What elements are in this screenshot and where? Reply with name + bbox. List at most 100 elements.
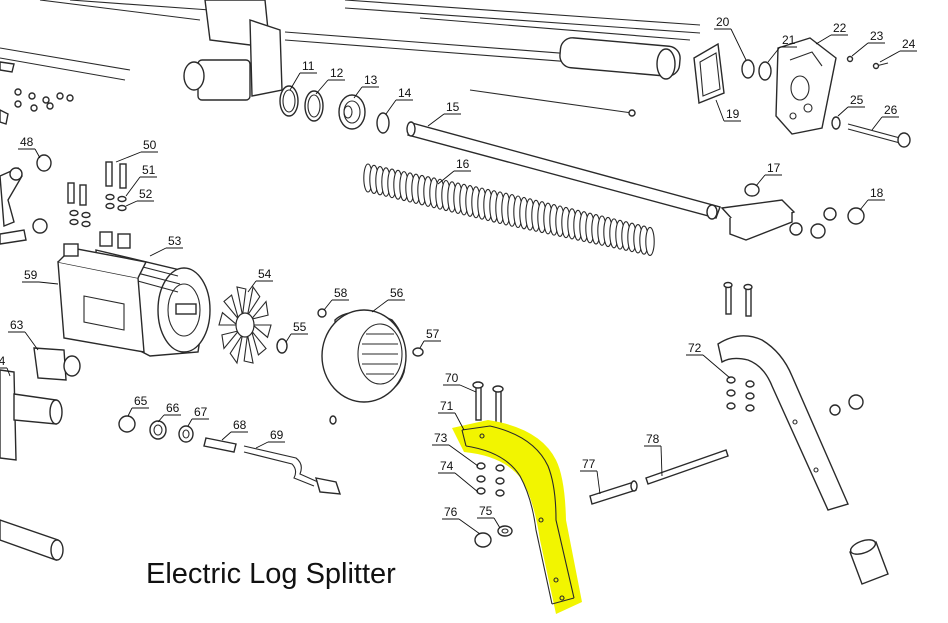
part-label-66: 66 <box>157 401 181 423</box>
part-number-59: 59 <box>24 268 38 282</box>
part-number-14: 14 <box>398 86 412 100</box>
part-label-65: 65 <box>127 394 149 417</box>
leader-line <box>315 79 329 95</box>
leader-line <box>458 518 481 535</box>
part-number-22: 22 <box>833 21 847 35</box>
o-ring-14 <box>376 112 390 134</box>
part-number-68: 68 <box>233 418 247 432</box>
clip-55 <box>276 338 288 354</box>
leader-line <box>323 299 333 311</box>
part-label-58: 58 <box>323 286 349 311</box>
leader-line <box>879 50 901 63</box>
part-number-53: 53 <box>168 234 182 248</box>
leader-line <box>437 170 455 185</box>
part-number-18: 18 <box>870 186 884 200</box>
leader-line <box>660 445 663 477</box>
part-number-76: 76 <box>444 505 458 519</box>
power-cord-69 <box>243 445 342 495</box>
washer-set-51 <box>69 193 127 219</box>
leader-line <box>767 46 781 63</box>
leader-line <box>454 472 479 493</box>
bracket-17 <box>720 183 796 241</box>
part-number-12: 12 <box>330 66 344 80</box>
part-label-78: 78 <box>644 432 663 477</box>
leader-line <box>702 354 731 379</box>
part-number-15: 15 <box>446 100 460 114</box>
frame-leg-bottom-left <box>0 519 64 561</box>
washer-75 <box>497 525 513 537</box>
part-number-52: 52 <box>139 187 153 201</box>
leader-line <box>6 367 11 377</box>
part-label-67: 67 <box>187 405 209 427</box>
bushing-13 <box>338 94 366 130</box>
leader-line <box>157 414 165 423</box>
part-number-26: 26 <box>884 103 898 117</box>
piston-rod-15 <box>406 121 721 220</box>
leader-line <box>815 34 832 45</box>
leader-line <box>730 28 747 61</box>
leader-line <box>221 431 232 441</box>
leader-line <box>289 72 301 91</box>
leader-line <box>859 199 869 211</box>
part-label-77: 77 <box>580 457 601 495</box>
leader-line <box>187 418 193 427</box>
part-number-54: 54 <box>258 267 272 281</box>
part-label-13: 13 <box>353 73 379 99</box>
seal-ring-11 <box>279 85 299 117</box>
leader-line <box>419 340 425 349</box>
part-number-71: 71 <box>440 399 454 413</box>
part-number-55: 55 <box>293 320 307 334</box>
part-label-57: 57 <box>419 327 441 349</box>
o-ring-21 <box>758 61 772 81</box>
cooling-fan-54 <box>218 285 272 365</box>
leader-line <box>255 441 269 449</box>
grommet-67 <box>178 425 194 443</box>
part-number-70: 70 <box>445 371 459 385</box>
cylinder-64 <box>0 369 63 461</box>
diagram-title: Electric Log Splitter <box>146 558 396 590</box>
screw-24 <box>872 62 889 70</box>
switch-box-59 <box>57 243 148 353</box>
fan-cover-56 <box>321 309 407 403</box>
part-label-26: 26 <box>871 103 899 131</box>
hardware-cluster-top-left <box>0 88 74 125</box>
part-number-67: 67 <box>194 405 208 419</box>
part-label-75: 75 <box>477 504 501 529</box>
leader-line <box>493 517 501 529</box>
part-label-68: 68 <box>221 418 248 441</box>
seal-ring-12 <box>304 90 324 122</box>
part-number-66: 66 <box>166 401 180 415</box>
screw-57 <box>412 347 424 357</box>
part-label-56: 56 <box>371 286 405 313</box>
leader-line <box>38 281 59 285</box>
part-label-22: 22 <box>815 21 848 45</box>
leader-line <box>851 42 869 57</box>
part-label-64: 64 <box>0 354 11 377</box>
part-label-16: 16 <box>437 157 471 185</box>
top-frame-assembly <box>0 0 701 117</box>
leader-line <box>24 331 39 351</box>
part-label-24: 24 <box>879 37 917 63</box>
linkage-arm-48 <box>0 154 52 245</box>
gland-66 <box>149 420 167 440</box>
part-label-14: 14 <box>385 86 413 115</box>
part-number-73: 73 <box>434 431 448 445</box>
part-number-24: 24 <box>902 37 916 51</box>
part-label-17: 17 <box>755 161 782 187</box>
part-label-72: 72 <box>686 341 731 379</box>
part-label-73: 73 <box>432 431 479 467</box>
handle-bolts-70 <box>472 381 504 425</box>
nut-set-73 <box>476 462 505 485</box>
bleed-bolt-26 <box>847 123 911 148</box>
part-number-64: 64 <box>0 354 6 368</box>
part-label-71: 71 <box>438 399 465 431</box>
highlighted-handle-71 <box>452 420 582 614</box>
leader-line <box>755 174 766 187</box>
part-number-63: 63 <box>10 318 24 332</box>
part-number-11: 11 <box>302 59 315 73</box>
part-label-12: 12 <box>315 66 345 95</box>
nut-handle-right <box>829 394 864 416</box>
part-label-23: 23 <box>851 29 885 57</box>
capacitor-63 <box>33 347 81 381</box>
